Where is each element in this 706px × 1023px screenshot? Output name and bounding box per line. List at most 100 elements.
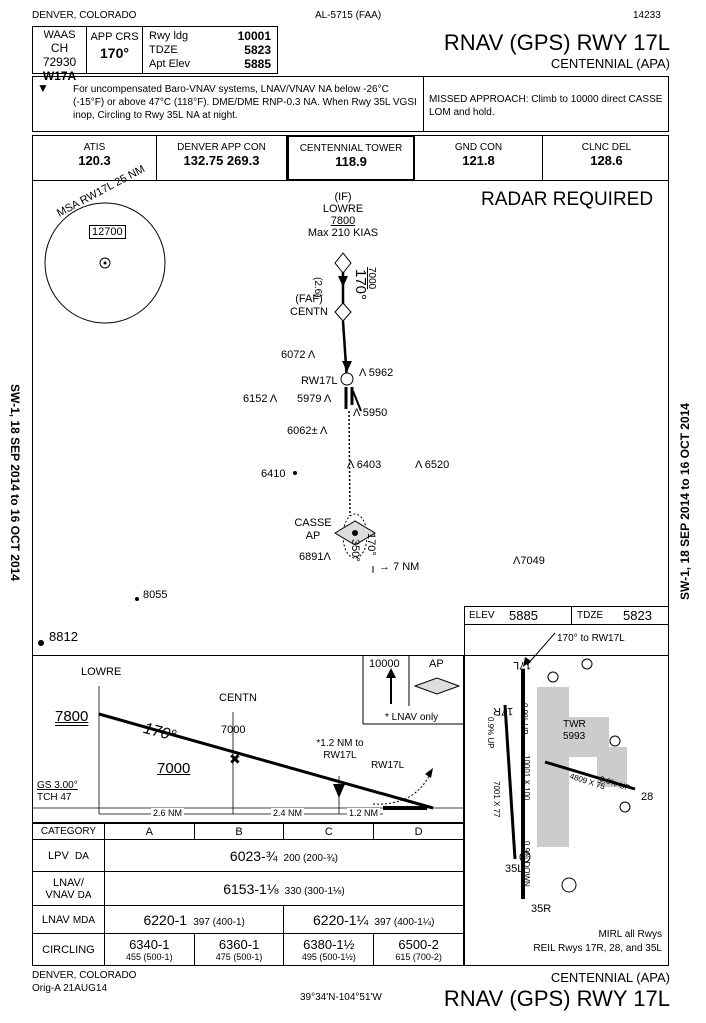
freq-label: ATIS bbox=[83, 142, 106, 153]
obstacle: 6891Λ bbox=[299, 551, 331, 563]
threshold-crossing-height: TCH 47 bbox=[37, 792, 72, 803]
lowre-fix-block: (IF) LOWRE 7800 Max 210 KIAS bbox=[303, 191, 383, 239]
app-crs-box: APP CRS 170° bbox=[87, 27, 143, 73]
airport-graphics bbox=[503, 632, 636, 899]
minimums-value: 6153-1⅛ 330 (300-1⅛) bbox=[103, 871, 465, 906]
elev-bar: ELEV 5885 TDZE 5823 bbox=[465, 607, 668, 625]
lnav-only-note: * LNAV only bbox=[385, 712, 439, 723]
final-course-note: 170° to RW17L bbox=[557, 633, 625, 644]
obstacle: 6152 Λ bbox=[243, 393, 278, 405]
minimums-type: LPV DA bbox=[32, 839, 105, 872]
rwy-dim-77: 7001 X 77 bbox=[492, 781, 501, 818]
category-c: C bbox=[283, 823, 375, 840]
ma-fix: AP bbox=[429, 658, 444, 670]
category-label: CATEGORY bbox=[32, 823, 105, 840]
category-b: B bbox=[193, 823, 285, 840]
hold-inbound: 170° bbox=[365, 533, 377, 556]
profile-lowre-alt: 7800 bbox=[55, 708, 89, 725]
glideslope-angle: GS 3.00° bbox=[37, 780, 78, 791]
freq-value: 128.6 bbox=[590, 153, 623, 168]
airport-name: CENTENNIAL (APA) bbox=[550, 56, 670, 71]
tower-icon bbox=[609, 735, 621, 747]
footer-coords: 39°34'N-104°51'W bbox=[300, 992, 382, 1003]
plan-view-graphics bbox=[38, 202, 376, 646]
freq-label: DENVER APP CON bbox=[177, 142, 266, 153]
briefing-strip: WAAS CH 72930 W17A APP CRS 170° Rwy ldg … bbox=[32, 26, 278, 83]
freq-app-con: DENVER APP CON 132.75 269.3 bbox=[157, 136, 287, 180]
freq-atis: ATIS 120.3 bbox=[33, 136, 157, 180]
obstacle: Λ 5950 bbox=[353, 407, 388, 419]
centn-name: CENTN bbox=[290, 306, 328, 318]
leg-altitude: 7000 bbox=[366, 267, 377, 290]
waas-label: WAAS bbox=[43, 29, 76, 41]
lnav-map-arrow bbox=[333, 784, 345, 798]
svg-text:✖: ✖ bbox=[229, 751, 241, 767]
airport-diagram: ELEV 5885 TDZE 5823 170° to RW17L 17L 17… bbox=[464, 606, 669, 966]
plan-view: RADAR REQUIRED MSA RW17L 25 NM 12700 (IF… bbox=[32, 163, 669, 656]
profile-centn-alt-box: 7000 bbox=[157, 760, 191, 777]
obstacle: Λ7049 bbox=[513, 555, 545, 567]
app-crs-label: APP CRS bbox=[90, 31, 139, 43]
nonstandard-minimums-icon: ▼ bbox=[37, 81, 49, 95]
rwy-35l: 35L bbox=[505, 863, 524, 875]
freq-gnd: GND CON 121.8 bbox=[415, 136, 543, 180]
rwy-ldg-value: 10001 bbox=[237, 29, 271, 43]
obstacle: 6410 bbox=[261, 468, 286, 480]
apt-elev-value: 5885 bbox=[244, 57, 271, 71]
profile-lowre: LOWRE bbox=[81, 666, 122, 678]
rwy-35r: 35R bbox=[531, 903, 552, 915]
profile-centn-alt: 7000 bbox=[221, 724, 246, 736]
centn-fix-block: (FAF) CENTN bbox=[285, 293, 333, 319]
rw17l-label: RW17L bbox=[301, 375, 338, 387]
obstacle: Λ 5962 bbox=[359, 367, 394, 379]
apt-elev-label: Apt Elev bbox=[149, 58, 190, 70]
profile-centn: CENTN bbox=[219, 692, 257, 704]
profile-dist-1: 2.6 NM bbox=[151, 808, 185, 818]
runway-info: Rwy ldg TDZE Apt Elev bbox=[149, 29, 190, 71]
rwy-ldg-label: Rwy ldg bbox=[149, 30, 189, 42]
lowre-name: LOWRE bbox=[322, 203, 364, 215]
minimums-type: LNAV MDA bbox=[32, 905, 105, 934]
freq-label: GND CON bbox=[454, 142, 503, 153]
runway-10-28 bbox=[544, 760, 636, 791]
tower-name: TWR bbox=[563, 719, 586, 730]
minimums-value-cd: 6220-1¼ 397 (400-1¼) bbox=[283, 905, 464, 934]
rwy-28: 28 bbox=[641, 791, 654, 803]
lighting-note-2: REIL Rwys 17R, 28, and 35L bbox=[533, 943, 662, 954]
lowre-speed: Max 210 KIAS bbox=[307, 227, 379, 239]
app-crs-value: 170° bbox=[100, 45, 129, 61]
hold-length: → 7 NM bbox=[379, 561, 420, 573]
category-row: CATEGORY A B C D bbox=[32, 823, 464, 840]
waas-box: WAAS CH 72930 W17A bbox=[33, 27, 87, 83]
final-leg bbox=[341, 320, 349, 382]
faf-label: (FAF) bbox=[295, 293, 323, 305]
profile-dist-2: 2.4 NM bbox=[271, 808, 305, 818]
freq-clnc: CLNC DEL 128.6 bbox=[543, 136, 670, 180]
msa-center-icon bbox=[99, 257, 111, 269]
rwy-grad-1: 0.9% UP bbox=[520, 703, 529, 735]
rwy-grad-3: 0.9% DOWN bbox=[522, 841, 531, 887]
profile-dist-3: 1.2 NM bbox=[347, 808, 381, 818]
freq-value: 118.9 bbox=[335, 154, 367, 169]
profile-graphics: ✖ bbox=[33, 656, 465, 815]
tower-elevation: 5993 bbox=[563, 731, 586, 742]
lighting-note-1: MIRL all Rwys bbox=[598, 929, 662, 940]
tdze-value: 5823 bbox=[244, 43, 271, 57]
minimums-row-lnav-vnav: LNAV/ VNAV DA 6153-1⅛ 330 (300-1⅛) bbox=[32, 871, 465, 906]
freq-label: CENTENNIAL TOWER bbox=[299, 143, 403, 154]
obstacle: Λ 6403 bbox=[347, 459, 382, 471]
category-a: A bbox=[103, 823, 195, 840]
frequency-strip: ATIS 120.3 DENVER APP CON 132.75 269.3 C… bbox=[32, 135, 669, 181]
footer-title: RNAV (GPS) RWY 17L bbox=[443, 986, 670, 1011]
footer-location: DENVER, COLORADO bbox=[32, 970, 137, 981]
msa-circle bbox=[44, 202, 166, 324]
freq-label: CLNC DEL bbox=[581, 142, 632, 153]
minimums-type: LNAV/ VNAV DA bbox=[32, 871, 105, 906]
msa-altitude: 12700 bbox=[89, 225, 126, 239]
lowre-waypoint-icon bbox=[334, 252, 352, 274]
spot-elevation-icon bbox=[38, 640, 44, 646]
